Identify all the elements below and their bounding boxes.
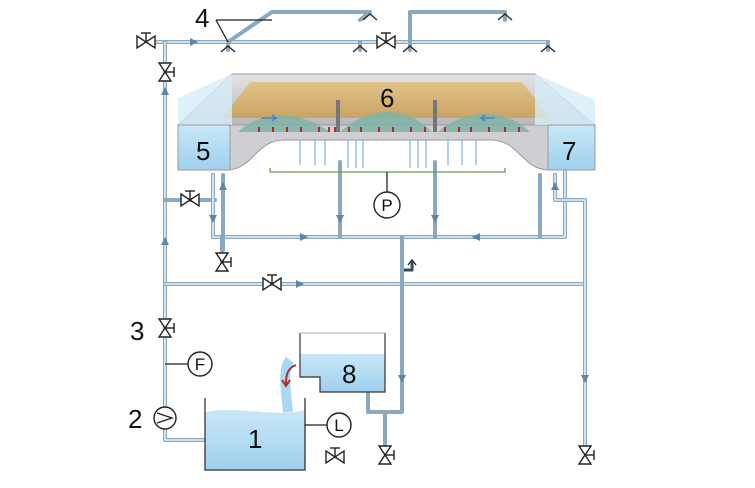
flow-arrow-icon	[209, 215, 217, 223]
flow-meter: F	[165, 351, 213, 377]
filter-tray	[176, 73, 597, 192]
flow-arrows	[161, 38, 589, 383]
sprinkler-icon	[540, 45, 556, 53]
flow-arrow-icon	[431, 215, 439, 223]
sprinkler-icon	[362, 13, 378, 21]
label-5: 5	[196, 136, 210, 166]
flow-arrow-icon	[296, 280, 304, 288]
label-3: 3	[130, 316, 144, 346]
flow-arrow-icon	[219, 182, 227, 190]
pump	[153, 406, 177, 430]
sprinkler-icon	[402, 45, 418, 53]
level-gauge: L	[305, 412, 352, 438]
valve-icon	[157, 318, 175, 338]
flow-arrow-icon	[161, 237, 169, 245]
valve-icon	[376, 32, 396, 50]
valve-icon	[325, 447, 345, 465]
label-6: 6	[380, 83, 394, 113]
label-8: 8	[342, 359, 356, 389]
valves	[136, 32, 595, 465]
flow-arrow-icon	[551, 182, 559, 190]
level-gauge-label: L	[334, 416, 343, 435]
flow-arrow-icon	[190, 38, 198, 46]
valve-icon	[577, 445, 595, 465]
flow-arrow-icon	[398, 375, 406, 383]
label-4: 4	[195, 3, 209, 33]
flow-arrow-icon	[300, 233, 308, 241]
label-1: 1	[248, 424, 262, 454]
flow-arrow-icon	[472, 233, 480, 241]
flow-arrow-icon	[161, 87, 169, 95]
pressure-gauge-label: P	[381, 196, 392, 215]
flow-arrow-icon	[581, 375, 589, 383]
valve-icon	[262, 274, 282, 292]
pressure-gauge: P	[373, 191, 401, 219]
sprinkler-icon	[220, 45, 236, 53]
label-7: 7	[562, 136, 576, 166]
drain-arrow-icon	[404, 258, 417, 271]
pump-icon	[153, 406, 177, 430]
tank-1	[204, 356, 306, 471]
sprinkler-icon	[497, 13, 513, 21]
valve-icon	[157, 62, 175, 82]
flow-meter-label: F	[195, 355, 205, 374]
label-2: 2	[128, 404, 142, 434]
valve-icon	[136, 32, 156, 50]
valve-icon	[214, 252, 232, 272]
valve-icon	[180, 190, 200, 208]
tank-8	[299, 332, 386, 393]
sprinklers	[220, 13, 556, 53]
valve-icon	[377, 445, 395, 465]
flow-arrow-icon	[336, 215, 344, 223]
sprinkler-icon	[352, 45, 368, 53]
